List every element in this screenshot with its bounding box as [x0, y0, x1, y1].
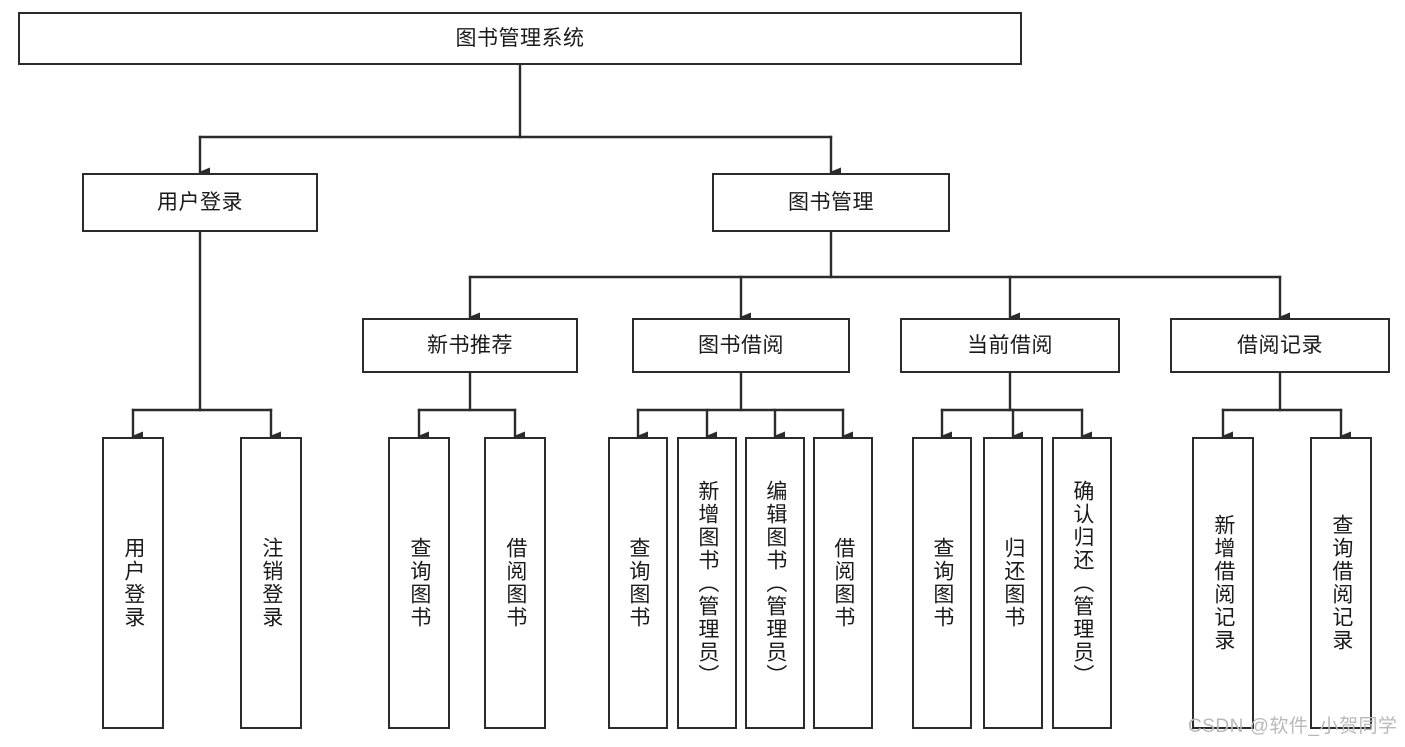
node-label: 归还图书 [1001, 537, 1025, 629]
node-current: 当前借阅 [900, 318, 1120, 373]
node-label: 编辑图书（管理员） [763, 479, 787, 687]
node-bookmgmt: 图书管理 [712, 173, 950, 232]
node-label: 当前借阅 [967, 333, 1053, 357]
watermark-label: CSDN @软件_小贺同学 [1188, 716, 1398, 737]
node-label: 借阅记录 [1237, 333, 1323, 357]
node-l4-12: 新增借阅记录 [1192, 437, 1254, 729]
node-l4-5: 查询图书 [608, 437, 668, 729]
node-l4-8: 借阅图书 [813, 437, 873, 729]
node-label: 新书推荐 [427, 333, 513, 357]
node-login: 用户登录 [82, 173, 318, 232]
node-label: 图书借阅 [698, 333, 784, 357]
node-label: 用户登录 [121, 537, 145, 629]
node-l4-4: 借阅图书 [484, 437, 546, 729]
node-l4-7: 编辑图书（管理员） [745, 437, 805, 729]
node-root: 图书管理系统 [18, 12, 1022, 65]
node-label: 查询图书 [407, 537, 431, 629]
node-l4-11: 确认归还（管理员） [1052, 437, 1112, 729]
node-l4-10: 归还图书 [983, 437, 1043, 729]
node-label: 新增借阅记录 [1211, 514, 1235, 652]
node-l4-6: 新增图书（管理员） [677, 437, 737, 729]
node-record: 借阅记录 [1170, 318, 1390, 373]
node-newbook: 新书推荐 [362, 318, 578, 373]
node-label: 确认归还（管理员） [1070, 479, 1094, 687]
node-label: 图书管理 [788, 190, 874, 214]
node-label: 查询图书 [626, 537, 650, 629]
node-l4-3: 查询图书 [388, 437, 450, 729]
node-label: 用户登录 [157, 190, 243, 214]
node-label: 借阅图书 [503, 537, 527, 629]
node-l4-2: 注销登录 [240, 437, 302, 729]
node-label: 注销登录 [259, 537, 283, 629]
node-label: 查询借阅记录 [1329, 514, 1353, 652]
node-label: 查询图书 [930, 537, 954, 629]
node-label: 新增图书（管理员） [695, 479, 719, 687]
node-label: 借阅图书 [831, 537, 855, 629]
node-l4-1: 用户登录 [102, 437, 164, 729]
node-l4-9: 查询图书 [912, 437, 972, 729]
node-borrow: 图书借阅 [632, 318, 850, 373]
node-label: 图书管理系统 [455, 26, 585, 50]
node-l4-13: 查询借阅记录 [1310, 437, 1372, 729]
edge-layer [131, 63, 1351, 441]
